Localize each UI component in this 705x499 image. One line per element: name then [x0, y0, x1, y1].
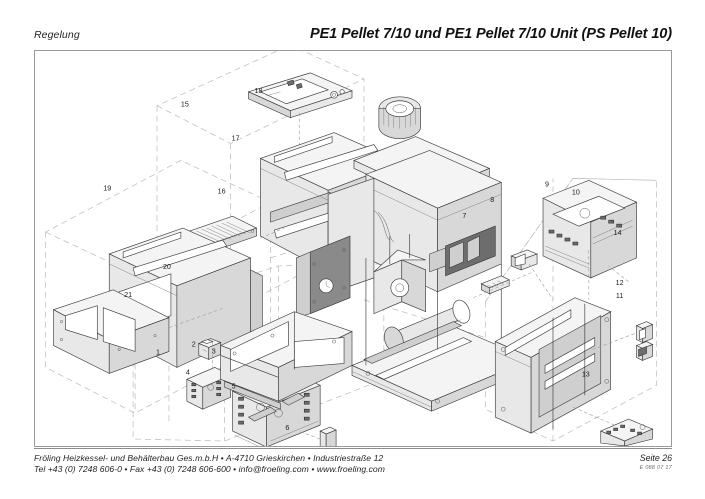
part-9-cabinet-shell — [494, 297, 612, 434]
callout-number-14: 14 — [614, 229, 622, 237]
page-header: Regelung PE1 Pellet 7/10 und PE1 Pellet … — [0, 0, 705, 50]
part-2-fitting — [197, 338, 222, 360]
leader-16 — [260, 227, 285, 239]
boiler-internal-parts — [373, 210, 480, 315]
callout-number-1: 1 — [156, 348, 160, 356]
callout-number-12: 12 — [616, 279, 624, 287]
leader-8 — [528, 263, 554, 300]
callout-number-18: 18 — [254, 87, 262, 95]
callout-number-8: 8 — [490, 196, 494, 204]
document-code: E 088 07 17 — [639, 465, 672, 471]
leader-13 — [572, 406, 615, 426]
part-11-fuse — [635, 341, 654, 361]
footer-contact: Tel +43 (0) 7248 606-0 • Fax +43 (0) 724… — [34, 464, 385, 474]
callout-number-10: 10 — [572, 188, 580, 196]
callout-number-20: 20 — [163, 263, 171, 271]
callout-number-6: 6 — [285, 424, 289, 432]
callout-number-16: 16 — [218, 187, 226, 195]
callout-number-4: 4 — [186, 368, 190, 376]
callout-number-2: 2 — [192, 341, 196, 349]
callout-number-15: 15 — [181, 101, 189, 109]
part-chassis-box — [219, 311, 353, 410]
callout-number-17: 17 — [232, 135, 240, 143]
page-title: PE1 Pellet 7/10 und PE1 Pellet 7/10 Unit… — [310, 26, 672, 42]
part-8-sensor-block — [510, 249, 538, 271]
part-18-control-strip — [247, 72, 353, 119]
leader-6 — [298, 430, 321, 440]
footer-address: Fröling Heizkessel- und Behälterbau Ges.… — [34, 453, 384, 463]
boiler-fan — [378, 96, 421, 139]
part-10-main-pcb — [542, 179, 638, 279]
callout-number-7: 7 — [462, 212, 466, 220]
footer-divider — [34, 448, 672, 449]
leader-21 — [168, 307, 225, 328]
group-boundary-9d — [572, 178, 657, 181]
page-number: Seite 26 — [639, 453, 672, 463]
part-7-connector — [480, 275, 510, 295]
callout-number-19: 19 — [103, 184, 111, 192]
callout-number-9: 9 — [545, 180, 549, 188]
callout-number-5: 5 — [232, 382, 236, 390]
callout-number-21: 21 — [124, 291, 132, 299]
callout-number-3: 3 — [212, 347, 216, 355]
callout-number-13: 13 — [582, 370, 590, 378]
callout-number-11: 11 — [616, 292, 623, 300]
part-12-fuse-holder — [635, 321, 654, 344]
part-21-back-plate — [52, 289, 170, 374]
section-label: Regelung — [34, 29, 80, 41]
part-6-probe — [319, 426, 337, 446]
leader-12 — [592, 333, 635, 350]
leader-14 — [608, 265, 629, 283]
part-13-aux-pcb — [599, 418, 654, 446]
leader-7 — [473, 271, 534, 299]
page-footer: Fröling Heizkessel- und Behälterbau Ges.… — [0, 449, 705, 499]
